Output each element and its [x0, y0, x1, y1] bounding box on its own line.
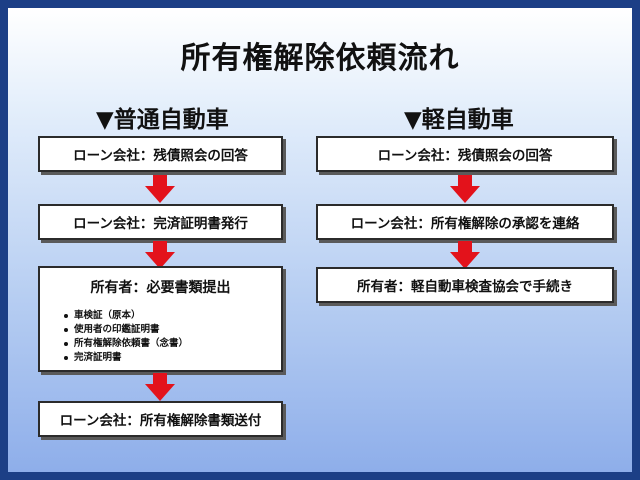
left-step-4: ローン会社：所有権解除書類送付 [38, 401, 283, 437]
list-item: 使用者の印鑑証明書 [64, 323, 281, 337]
left-step-3: 所有者：必要書類提出 車検証（原本） 使用者の印鑑証明書 所有権解除依頼書（念書… [38, 266, 283, 372]
left-step-1: ローン会社：残債照会の回答 [38, 136, 283, 172]
down-arrow-icon [450, 175, 480, 203]
page-title: 所有権解除依頼流れ [180, 41, 460, 76]
list-item: 所有権解除依頼書（念書） [64, 337, 281, 351]
left-step-3-title: 所有者：必要書類提出 [90, 280, 231, 296]
left-step-2: ローン会社：完済証明書発行 [38, 204, 283, 240]
list-item: 完済証明書 [64, 351, 281, 365]
right-step-2: ローン会社：所有権解除の承認を連絡 [316, 204, 614, 240]
right-step-3: 所有者：軽自動車検査協会で手続き [316, 267, 614, 303]
down-arrow-icon [145, 175, 175, 203]
heading-kei-car: ▼軽自動車 [404, 107, 514, 133]
required-documents-list: 車検証（原本） 使用者の印鑑証明書 所有権解除依頼書（念書） 完済証明書 [40, 309, 281, 365]
list-item: 車検証（原本） [64, 309, 281, 323]
down-arrow-icon [145, 241, 175, 269]
down-arrow-icon [450, 241, 480, 269]
heading-regular-car: ▼普通自動車 [96, 107, 229, 133]
down-arrow-icon [145, 373, 175, 401]
right-step-1: ローン会社：残債照会の回答 [316, 136, 614, 172]
